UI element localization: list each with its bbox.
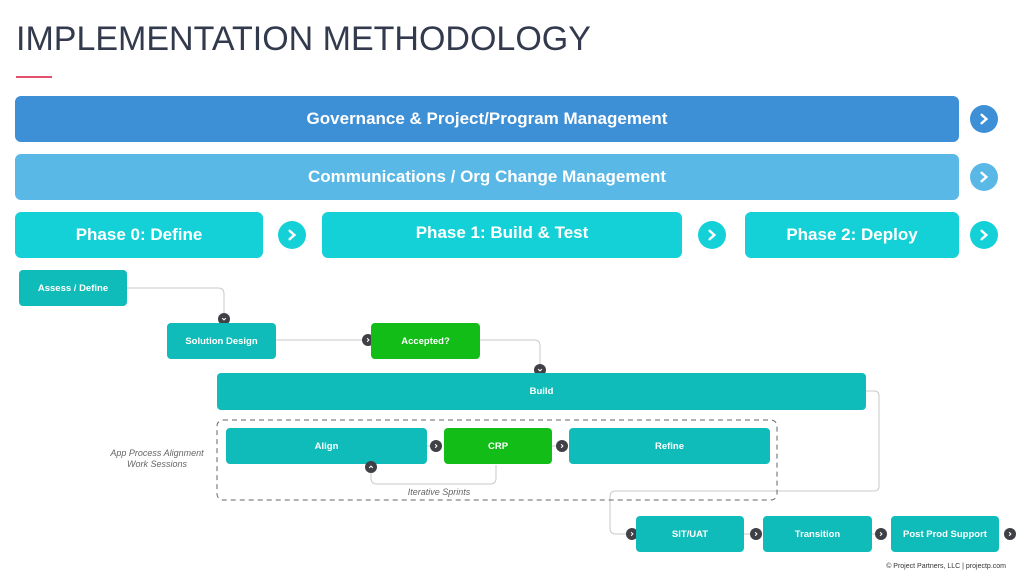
phase-2-chevron-right-icon (970, 221, 998, 249)
phase-2-band: Phase 2: Deploy (745, 212, 959, 258)
step-crp: CRP (444, 428, 552, 464)
communications-band: Communications / Org Change Management (15, 154, 959, 200)
step-post-prod-support: Post Prod Support (891, 516, 999, 552)
phase-1-band: Phase 1: Build & Test (322, 212, 682, 258)
phase-0-band: Phase 0: Define (15, 212, 263, 258)
phase-1-chevron-right-icon (698, 221, 726, 249)
step-solution-design: Solution Design (167, 323, 276, 359)
footer-copyright: © Project Partners, LLC | projectp.com (886, 563, 1006, 570)
governance-band: Governance & Project/Program Management (15, 96, 959, 142)
chevron-right-icon (626, 528, 638, 540)
step-transition: Transition (763, 516, 872, 552)
step-align: Align (226, 428, 427, 464)
app-process-alignment-note: App Process Alignment Work Sessions (110, 448, 204, 469)
page-title: IMPLEMENTATION METHODOLOGY (16, 20, 591, 58)
chevron-right-icon (750, 528, 762, 540)
governance-chevron-right-icon (970, 105, 998, 133)
communications-chevron-right-icon (970, 163, 998, 191)
chevron-up-icon (365, 461, 377, 473)
chevron-down-icon (218, 313, 230, 325)
step-sit-uat: SIT/UAT (636, 516, 744, 552)
chevron-right-icon (430, 440, 442, 452)
phase-0-chevron-right-icon (278, 221, 306, 249)
step-build: Build (217, 373, 866, 410)
step-assess-define: Assess / Define (19, 270, 127, 306)
title-accent-rule (16, 76, 52, 78)
step-accepted: Accepted? (371, 323, 480, 359)
chevron-right-icon (556, 440, 568, 452)
iterative-sprints-note: Iterative Sprints (407, 487, 471, 497)
step-refine: Refine (569, 428, 770, 464)
chevron-right-icon (875, 528, 887, 540)
chevron-right-icon (1004, 528, 1016, 540)
